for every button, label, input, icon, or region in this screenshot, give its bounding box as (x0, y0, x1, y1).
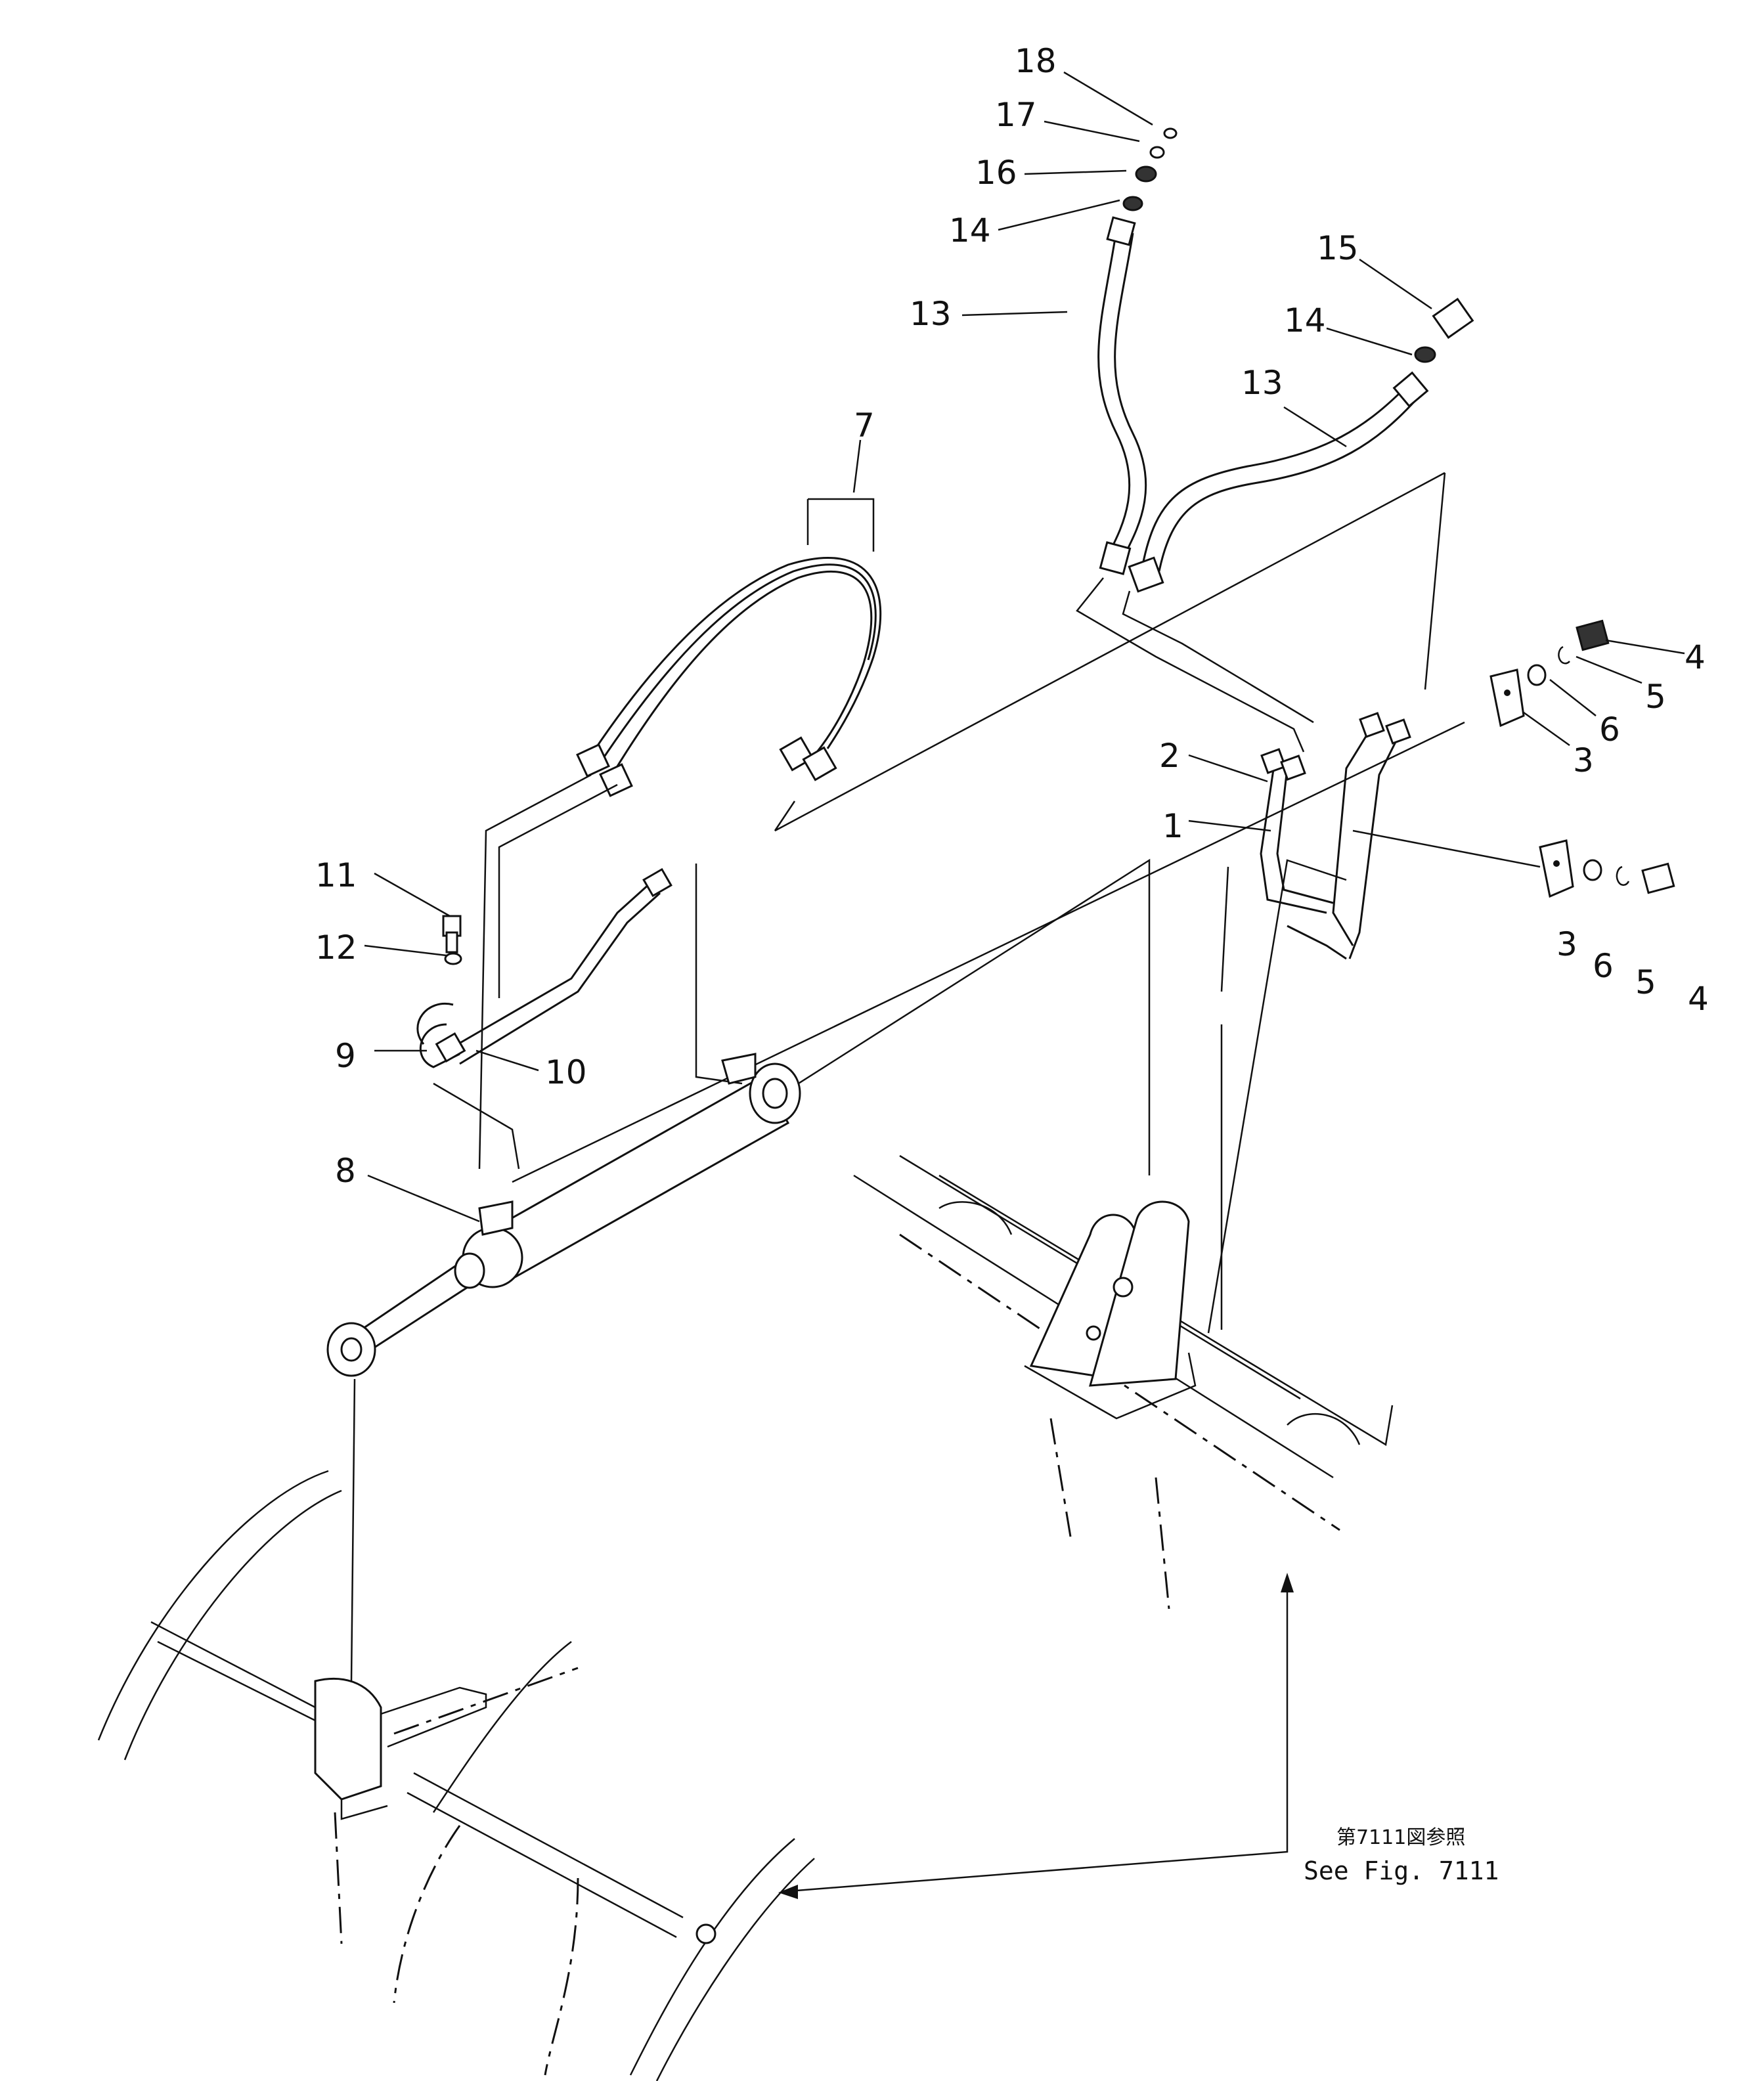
callout-18: 18 (1015, 42, 1057, 80)
reference-arrow (778, 1573, 1294, 1899)
hoses-7 (576, 498, 882, 797)
callout-17: 17 (995, 96, 1037, 134)
fittings-14-15 (1414, 297, 1474, 363)
callout-8: 8 (335, 1152, 356, 1190)
clamp-set-upper (1489, 619, 1610, 728)
callout-15: 15 (1317, 229, 1359, 267)
fittings-14-16-17-18 (1122, 127, 1178, 211)
callout-13-right: 13 (1241, 364, 1283, 402)
callout-9: 9 (335, 1037, 356, 1075)
callout-4-upper: 4 (1685, 638, 1706, 676)
callout-7: 7 (854, 406, 875, 445)
pipe-10-and-clamp-9 (416, 867, 673, 1068)
axle-and-wheels (97, 1470, 815, 2081)
callout-4-lower: 4 (1688, 980, 1709, 1018)
callout-3-upper: 3 (1573, 741, 1594, 779)
callout-5-lower: 5 (1635, 963, 1656, 1001)
reference-note-japanese: 第7111図参照 (1336, 1826, 1465, 1849)
clamp-set-lower (1539, 839, 1675, 898)
callout-12: 12 (315, 929, 357, 967)
frame-bracket (853, 1154, 1394, 1610)
reference-note: 第7111図参照 See Fig. 7111 (1304, 1826, 1499, 1885)
callout-16: 16 (975, 154, 1017, 192)
reference-note-english: See Fig. 7111 (1304, 1856, 1499, 1885)
cylinder-8 (326, 1053, 801, 1682)
callout-2: 2 (1159, 737, 1180, 775)
callout-14-right: 14 (1284, 301, 1326, 340)
callout-5-upper: 5 (1645, 678, 1666, 716)
callout-10: 10 (545, 1053, 587, 1091)
callout-3-lower: 3 (1556, 925, 1577, 963)
callout-6-upper: 6 (1599, 711, 1620, 749)
hose-13-right (1128, 371, 1429, 593)
extension-lines (433, 471, 1465, 1334)
hose-13-left (1097, 216, 1147, 575)
callout-labels: 18 17 16 14 13 15 14 13 7 4 5 6 3 2 1 3 … (315, 42, 1709, 1190)
callout-13-top: 13 (910, 295, 952, 333)
pipes-1-2 (1260, 712, 1411, 960)
callout-14-top: 14 (949, 211, 991, 250)
callout-6-lower: 6 (1593, 947, 1614, 985)
callout-leaders (364, 71, 1685, 1223)
callout-11: 11 (315, 856, 357, 894)
callout-1: 1 (1162, 807, 1183, 845)
